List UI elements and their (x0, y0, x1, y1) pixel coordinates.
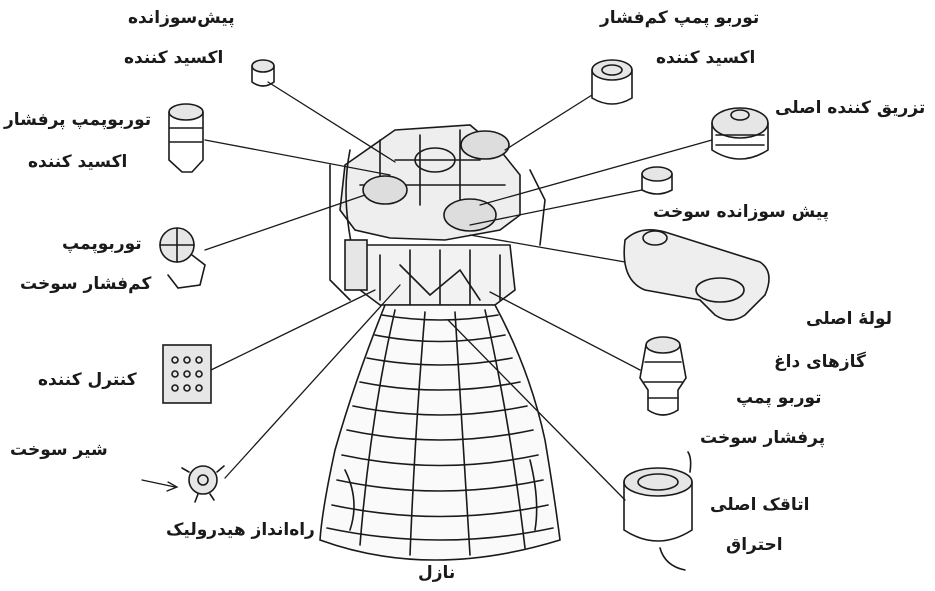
label-oxidizer-preburner-1: پیش‌سوزانده (128, 10, 235, 27)
label-hydraulic-actuator: راه‌انداز هیدرولیک (166, 522, 315, 539)
label-controller: کنترل کننده (38, 372, 137, 389)
label-hp-fuel-turbopump-1: توربو پمپ (736, 390, 822, 407)
label-main-injector: تزریق کننده اصلی (775, 100, 925, 117)
label-main-combustion-chamber-1: اتاقک اصلی (710, 497, 809, 514)
label-fuel-preburner: پیش سوزانده سوخت (653, 204, 829, 221)
component-hot-gas-manifold (624, 230, 769, 320)
component-main-injector (712, 108, 768, 159)
engine-assembly (320, 125, 560, 560)
label-hot-gas-manifold-2: گازهای داغ (774, 354, 866, 371)
label-lp-oxidizer-turbopump-1: توربو پمپ کم‌فشار (600, 10, 759, 27)
label-lp-fuel-turbopump-1: توربوپمپ (62, 236, 142, 253)
component-hp-oxidizer-turbopump (169, 104, 203, 172)
label-hp-oxidizer-turbopump-2: اکسید کننده (28, 154, 127, 171)
label-hp-fuel-turbopump-2: پرفشار سوخت (700, 430, 825, 447)
label-hot-gas-manifold-1: لولهٔ اصلی (806, 311, 892, 328)
component-controller (163, 345, 211, 403)
label-hp-oxidizer-turbopump-1: توربوپمپ پرفشار (4, 112, 151, 129)
label-lp-fuel-turbopump-2: کم‌فشار سوخت (20, 276, 151, 293)
component-lp-fuel-turbopump (160, 228, 205, 288)
label-lp-oxidizer-turbopump-2: اکسید کننده (656, 50, 755, 67)
label-oxidizer-preburner-2: اکسید کننده (124, 50, 223, 67)
component-oxidizer-preburner (252, 60, 274, 86)
label-nozzle: نازل (418, 565, 455, 582)
component-fuel-preburner (642, 167, 672, 194)
component-hydraulic-actuator (182, 466, 224, 502)
component-main-combustion-chamber (624, 452, 692, 570)
label-fuel-valve: شیر سوخت (10, 442, 108, 459)
label-main-combustion-chamber-2: احتراق (726, 537, 783, 554)
component-hp-fuel-turbopump (640, 337, 686, 415)
component-lp-oxidizer-turbopump (592, 60, 632, 104)
